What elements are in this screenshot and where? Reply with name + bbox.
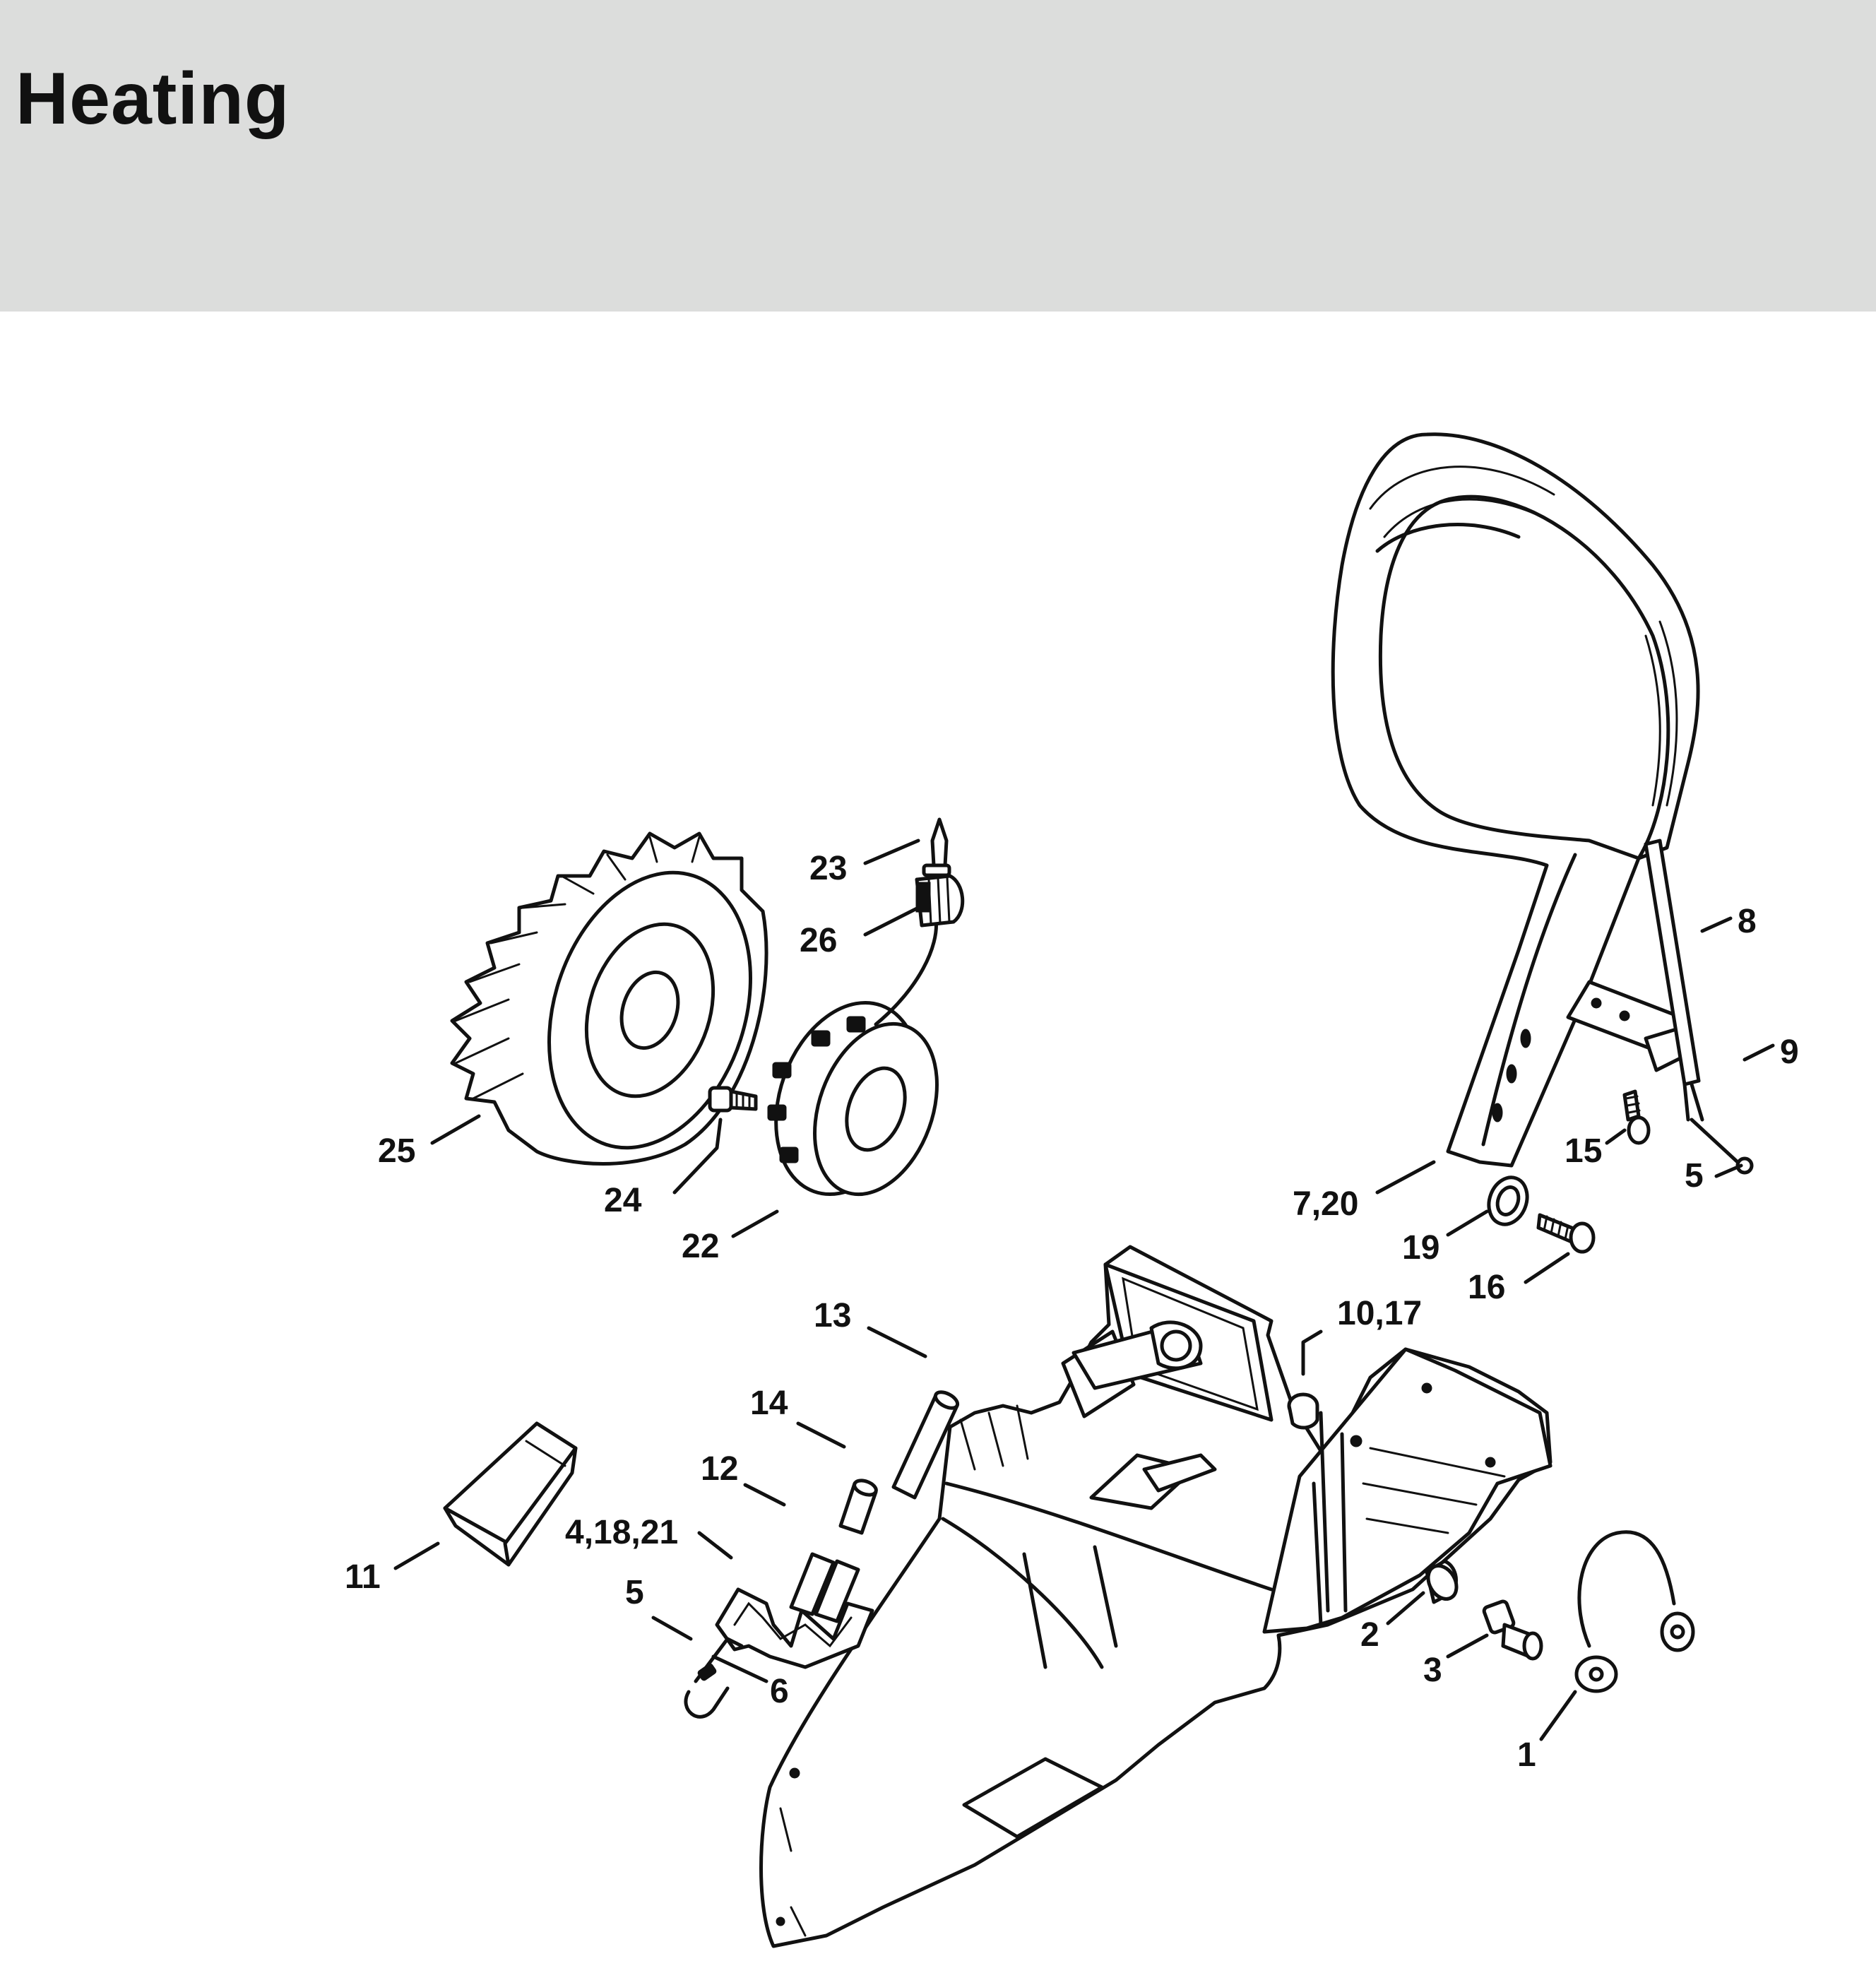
insulating-block-11 bbox=[443, 1421, 578, 1567]
callout-labels: 1 2 3 4,18,21 5 5 6 7,20 8 9 10,17 11 12… bbox=[345, 850, 1799, 1774]
heating-element-4-18-21 bbox=[684, 1587, 874, 1719]
thermostat-spring bbox=[915, 874, 965, 928]
callout-5-right: 5 bbox=[1685, 1157, 1704, 1195]
callout-24: 24 bbox=[604, 1182, 642, 1219]
handlebar-hole bbox=[1520, 1029, 1531, 1048]
screw-16 bbox=[1536, 1213, 1596, 1254]
bushing-2 bbox=[1425, 1559, 1459, 1604]
callout-19: 19 bbox=[1402, 1229, 1439, 1267]
header-bar: Heating bbox=[0, 0, 1876, 312]
ground-lead-1 bbox=[1574, 1530, 1695, 1693]
callout-3: 3 bbox=[1423, 1652, 1442, 1689]
rear-handle-housing bbox=[759, 1245, 1553, 1948]
callout-14: 14 bbox=[750, 1385, 788, 1422]
callout-7-20: 7,20 bbox=[1293, 1185, 1358, 1223]
callout-6: 6 bbox=[770, 1673, 789, 1710]
handlebar-hole bbox=[1506, 1064, 1517, 1084]
page-title: Heating bbox=[16, 58, 290, 140]
handlebar-hole bbox=[1492, 1103, 1503, 1122]
callout-1: 1 bbox=[1517, 1736, 1536, 1774]
callout-26: 26 bbox=[800, 922, 837, 959]
leader-lines bbox=[393, 839, 1775, 1741]
flywheel bbox=[450, 831, 768, 1166]
pin-13 bbox=[891, 1390, 960, 1500]
callout-15: 15 bbox=[1565, 1132, 1602, 1170]
callout-22: 22 bbox=[682, 1228, 719, 1265]
screw-24 bbox=[708, 1086, 758, 1113]
callout-10-17: 10,17 bbox=[1337, 1295, 1422, 1332]
pin bbox=[922, 817, 951, 877]
pins-12 bbox=[789, 1552, 860, 1623]
callout-4-18-21: 4,18,21 bbox=[565, 1514, 678, 1551]
pin-14 bbox=[838, 1479, 878, 1535]
callout-2: 2 bbox=[1360, 1616, 1379, 1654]
callout-25: 25 bbox=[378, 1132, 415, 1170]
callout-23: 23 bbox=[809, 850, 847, 887]
heating-wire bbox=[1644, 839, 1754, 1175]
callout-9: 9 bbox=[1780, 1033, 1799, 1071]
generator-ring bbox=[767, 916, 939, 1197]
callout-8: 8 bbox=[1738, 903, 1757, 940]
exploded-parts-diagram: 1 2 3 4,18,21 5 5 6 7,20 8 9 10,17 11 12… bbox=[345, 432, 1799, 1948]
callout-16: 16 bbox=[1468, 1269, 1505, 1306]
callout-11: 11 bbox=[345, 1558, 381, 1596]
bushing-10-17 bbox=[1287, 1392, 1319, 1430]
contact-3 bbox=[1482, 1599, 1543, 1661]
callout-5-left: 5 bbox=[625, 1574, 644, 1611]
callout-13: 13 bbox=[814, 1297, 851, 1334]
handlebar bbox=[1331, 432, 1700, 1168]
callout-12: 12 bbox=[701, 1450, 738, 1488]
washer-19 bbox=[1487, 1175, 1529, 1226]
screw-15 bbox=[1622, 1089, 1651, 1145]
